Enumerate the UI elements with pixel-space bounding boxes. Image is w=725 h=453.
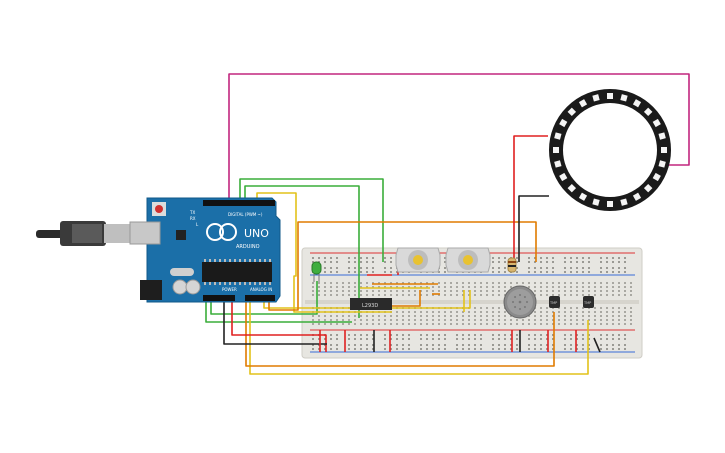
wire-magenta[interactable] xyxy=(228,73,690,198)
resistor-icon[interactable] xyxy=(507,257,517,273)
led-icon[interactable] xyxy=(311,261,322,282)
sensor-label: TMP xyxy=(549,301,557,305)
temperature-sensor-icon[interactable]: TMP xyxy=(549,296,560,308)
usb-cable-icon xyxy=(36,221,132,246)
atmega-pins xyxy=(204,259,271,285)
sensor-label: TMP xyxy=(583,301,591,305)
arduino-uno-board[interactable]: UNO ARDUINO DIGITAL (PWM ~) POWER ANALOG… xyxy=(36,197,281,303)
wire-yellow-1[interactable] xyxy=(256,192,392,313)
dc-motor-icon[interactable] xyxy=(395,247,441,273)
wire-orange-2[interactable] xyxy=(245,302,555,367)
wire-black-ring[interactable] xyxy=(518,195,549,262)
uno-label: UNO xyxy=(244,227,269,240)
reset-button[interactable] xyxy=(155,205,163,213)
l293d-chip[interactable]: L293D xyxy=(350,298,392,310)
l-label: L xyxy=(196,222,199,227)
brand-label: ARDUINO xyxy=(236,244,260,250)
jumper-black xyxy=(593,337,601,353)
analog-label: ANALOG IN xyxy=(250,287,272,292)
tx-label: TX xyxy=(189,210,195,215)
rx-label: RX xyxy=(190,216,196,221)
chip-label: L293D xyxy=(362,303,378,309)
neopixel-ring-icon[interactable] xyxy=(549,89,671,211)
wire-black-gnd[interactable] xyxy=(223,302,327,345)
piezo-buzzer-icon[interactable] xyxy=(503,285,537,319)
wire-yellow-2[interactable] xyxy=(249,302,589,375)
wire-orange-1[interactable] xyxy=(268,221,537,311)
power-label: POWER xyxy=(222,287,237,292)
temperature-sensor-icon[interactable]: TMP xyxy=(583,296,594,308)
dc-motor-icon[interactable] xyxy=(445,247,491,273)
wire-green-1[interactable] xyxy=(239,178,384,262)
digital-label: DIGITAL (PWM ~) xyxy=(228,212,263,217)
wire-green-2[interactable] xyxy=(244,185,360,318)
wire-red-ring[interactable] xyxy=(513,135,548,262)
